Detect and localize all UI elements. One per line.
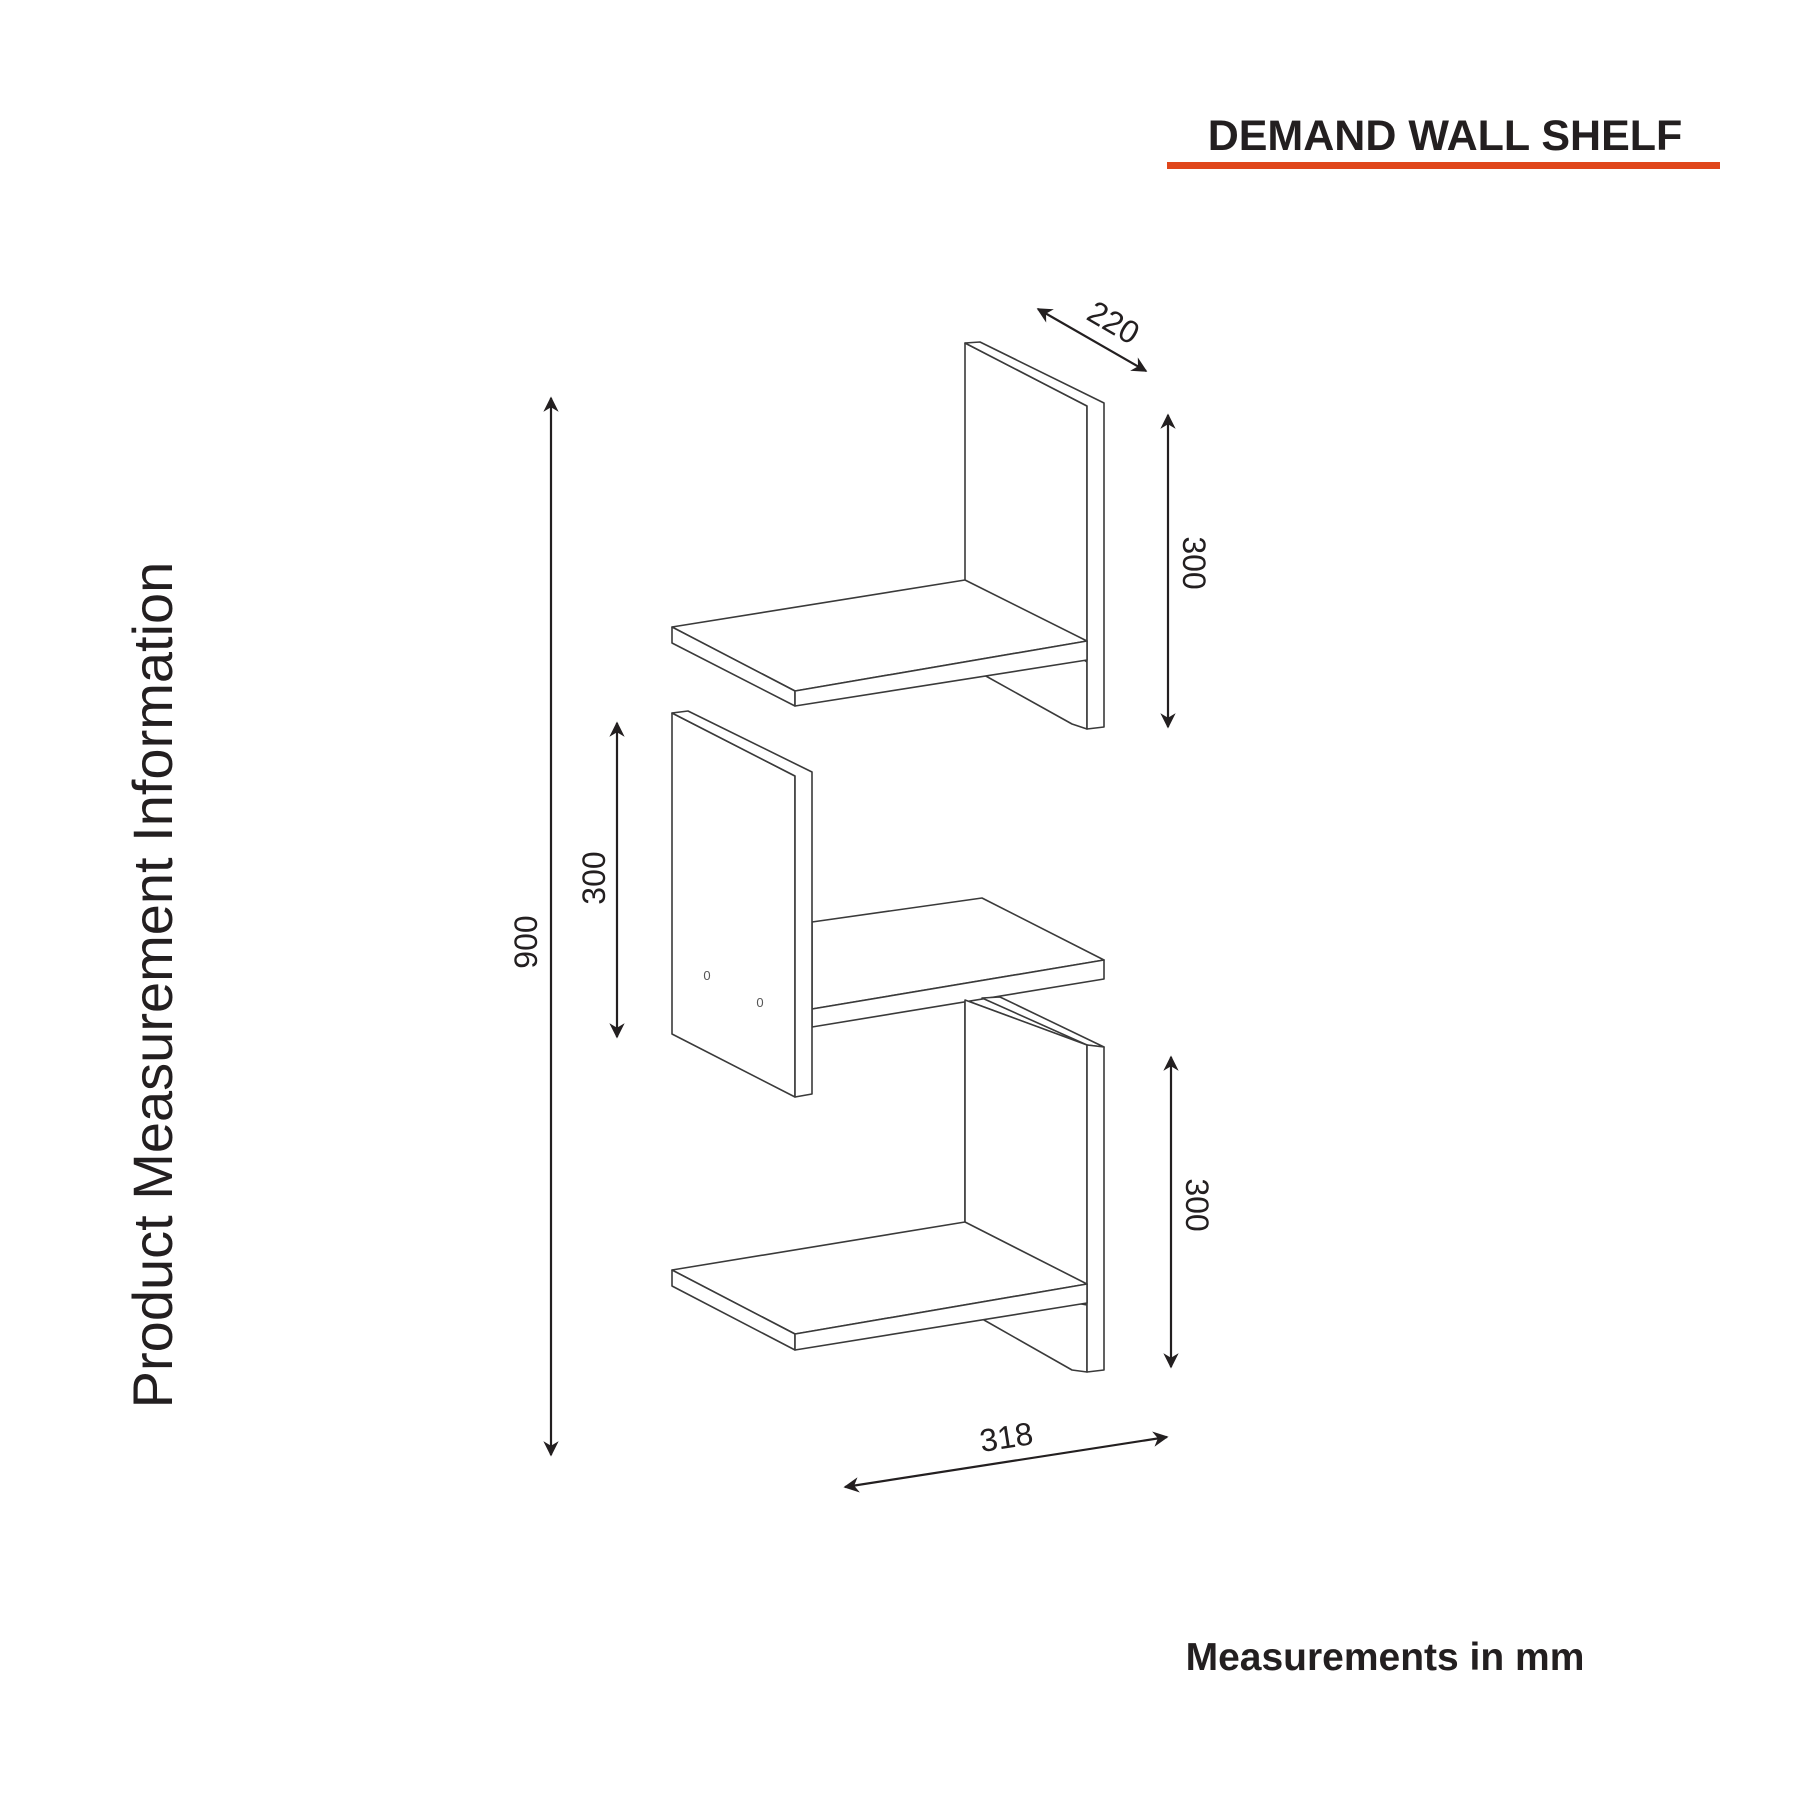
total-height-label: 900: [508, 915, 544, 968]
title-underline: [1167, 162, 1720, 169]
depth-label: 220: [1081, 294, 1145, 352]
upper-vertical-edge: [964, 341, 1105, 730]
dimension-upper-height: 300: [1160, 413, 1212, 729]
width-label: 318: [977, 1415, 1035, 1459]
dimension-width: 318: [843, 1415, 1169, 1493]
middle-vertical-edge: [671, 710, 813, 1098]
upper-shelf-side: [794, 640, 1088, 707]
lower-shelf-unit: [671, 996, 1105, 1373]
dimension-middle-height: 300: [576, 721, 625, 1039]
hole-mark-1: 0: [703, 968, 710, 983]
upper-height-label: 300: [1176, 536, 1212, 589]
page-title: DEMAND WALL SHELF: [1208, 112, 1683, 160]
lower-height-label: 300: [1179, 1178, 1215, 1231]
lower-shelf-side: [794, 1283, 1088, 1351]
units-note: Measurements in mm: [1186, 1636, 1585, 1679]
dimension-depth: 220: [1036, 294, 1148, 372]
middle-vertical-panel: [671, 712, 796, 1098]
hole-mark-2: 0: [756, 995, 763, 1010]
dimension-lower-height: 300: [1163, 1055, 1215, 1369]
upper-shelf-unit: [671, 341, 1105, 730]
dimension-total-height: 900: [508, 396, 559, 1457]
lower-vertical-edge: [1086, 1044, 1105, 1373]
side-label: Product Measurement Information: [121, 562, 184, 1409]
middle-height-label: 300: [576, 851, 612, 904]
